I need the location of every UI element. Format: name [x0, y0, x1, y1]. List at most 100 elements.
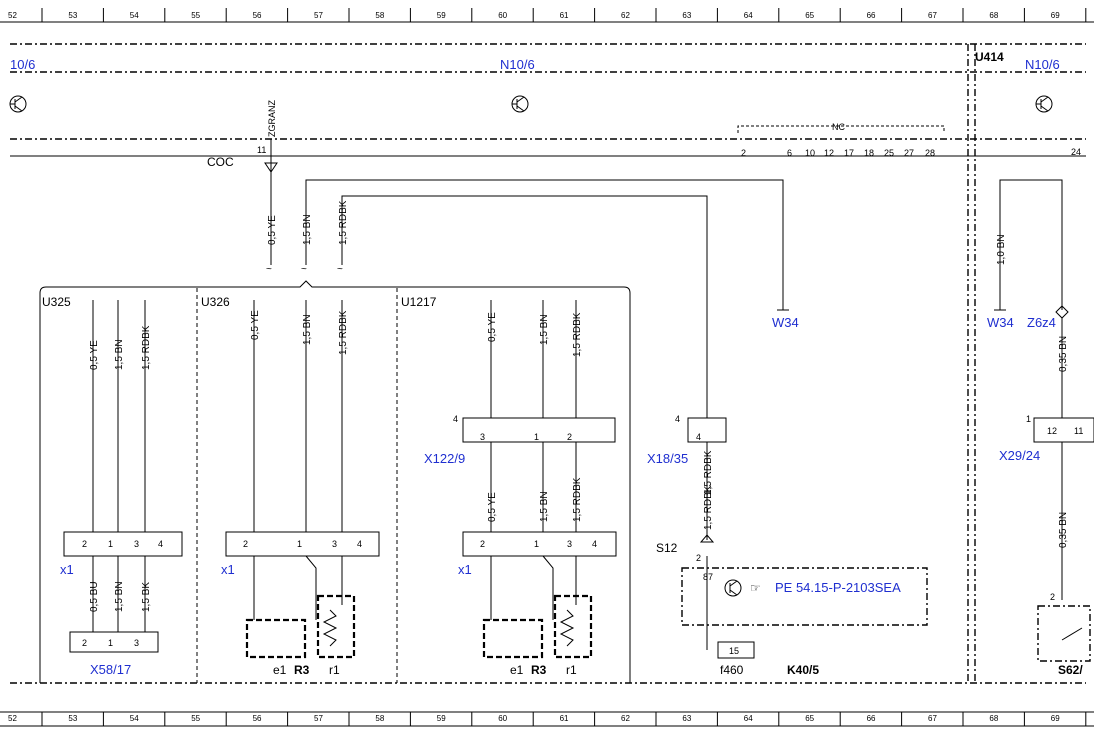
- ref-r3: R3: [294, 663, 310, 677]
- ref-w34: W34: [987, 315, 1014, 330]
- ruler-label: 56: [253, 11, 262, 20]
- svg-text:1: 1: [297, 539, 302, 549]
- variant-u1217: U1217: [401, 295, 437, 309]
- ruler-label: 60: [498, 11, 507, 20]
- ruler-label: 68: [989, 714, 998, 723]
- svg-text:1: 1: [1026, 414, 1031, 424]
- ruler-label: 52: [8, 11, 17, 20]
- ruler-label: 68: [989, 11, 998, 20]
- ref-k40: K40/5: [787, 663, 819, 677]
- svg-text:4: 4: [696, 432, 701, 442]
- right-section: 1,0 BN W34 Z6z4 0,35 BN 1 12 11 X29/24 0…: [987, 179, 1094, 677]
- ecu-pin-label: 12: [824, 148, 834, 158]
- ecu-pin-label: 17: [844, 148, 854, 158]
- svg-text:2: 2: [82, 638, 87, 648]
- ruler-label: 61: [560, 714, 569, 723]
- wire-label-ye: 0,5 YE: [487, 312, 498, 342]
- wire-label-bn: 0,35 BN: [1058, 512, 1069, 548]
- svg-text:12: 12: [1047, 426, 1057, 436]
- resistor-icon: [322, 609, 338, 647]
- r1-element: [553, 594, 593, 659]
- ref-s12: S12: [656, 541, 678, 555]
- svg-text:15: 15: [729, 646, 739, 656]
- variant-u325: U325: [42, 295, 71, 309]
- svg-text:2: 2: [696, 553, 701, 563]
- ref-e1: e1: [273, 663, 287, 677]
- wire-label-ye: 0,5 YE: [267, 215, 278, 245]
- ruler-label: 59: [437, 714, 446, 723]
- pin-24: 24: [1071, 147, 1081, 157]
- ruler-label: 54: [130, 11, 139, 20]
- wire-label-bn: 1,5 BN: [114, 581, 125, 612]
- ref-r1: r1: [566, 663, 577, 677]
- switch-s62: [1037, 605, 1091, 662]
- transistor-icon: [9, 95, 27, 113]
- ref-e1: e1: [510, 663, 524, 677]
- module-label-n10-right: N10/6: [1025, 57, 1060, 72]
- ref-x122: X122/9: [424, 451, 465, 466]
- svg-text:2: 2: [567, 432, 572, 442]
- ruler-label: 66: [867, 714, 876, 723]
- ecu-pin-label: 18: [864, 148, 874, 158]
- ruler-label: 66: [867, 11, 876, 20]
- ruler-label: 67: [928, 11, 937, 20]
- ruler-label: 58: [375, 714, 384, 723]
- connector-x1: [63, 531, 183, 557]
- e1-element: [482, 618, 544, 659]
- ruler-label: 53: [68, 11, 77, 20]
- ref-s62: S62/: [1058, 663, 1083, 677]
- wire-label-rdbk: 1,5 RDBK: [338, 310, 349, 355]
- transistor-icon: [1035, 95, 1053, 113]
- transistor-icon: [511, 95, 529, 113]
- ruler-label: 65: [805, 714, 814, 723]
- wire-label-bn: 1,5 BN: [539, 314, 550, 345]
- ruler-label: 62: [621, 714, 630, 723]
- ruler-label: 67: [928, 714, 937, 723]
- ref-x29: X29/24: [999, 448, 1040, 463]
- svg-text:3: 3: [134, 539, 139, 549]
- ruler-label: 56: [253, 714, 262, 723]
- ruler-label: 54: [130, 714, 139, 723]
- fuse-f460: [717, 641, 755, 659]
- svg-text:3: 3: [567, 539, 572, 549]
- wire-label-bn: 1,5 BN: [302, 314, 313, 345]
- pin-11: 11: [257, 145, 266, 155]
- ruler-label: 69: [1051, 714, 1060, 723]
- ecu-pin-label: 6: [787, 148, 792, 158]
- connector-x29: [1033, 417, 1094, 443]
- svg-text:3: 3: [332, 539, 337, 549]
- svg-text:4: 4: [158, 539, 163, 549]
- ruler-label: 55: [191, 714, 200, 723]
- hand-pointer-icon: ☞: [750, 581, 761, 595]
- ruler-label: 62: [621, 11, 630, 20]
- ecu-pin-label: 28: [925, 148, 935, 158]
- nc-label: NC: [832, 122, 845, 132]
- ruler-label: 59: [437, 11, 446, 20]
- ruler-label: 64: [744, 11, 753, 20]
- ref-x1: x1: [458, 562, 472, 577]
- ruler-label: 60: [498, 714, 507, 723]
- coc-arrow-icon: [264, 162, 278, 173]
- k40-section: 4 4 X18/35 1,5 RDBK 1,5 RDBK S12 2 87 ☞ …: [647, 414, 928, 677]
- wire-label-ye: 0,5 YE: [487, 492, 498, 522]
- wire-label-bn: 1,5 BN: [539, 491, 550, 522]
- reference-link[interactable]: PE 54.15-P-2103SEA: [775, 580, 901, 595]
- svg-text:4: 4: [357, 539, 362, 549]
- connector-x58: [69, 631, 159, 653]
- svg-text:4: 4: [592, 539, 597, 549]
- wire-label-bk: 1,5 BK: [141, 582, 152, 612]
- svg-text:1: 1: [108, 638, 113, 648]
- ruler-label: 55: [191, 11, 200, 20]
- ref-r3: R3: [531, 663, 547, 677]
- ruler-label: 65: [805, 11, 814, 20]
- wire-label-rdbk: 1,5 RDBK: [703, 450, 714, 495]
- connector-x1: [462, 531, 617, 557]
- r1-element: [316, 594, 356, 659]
- wire-label-ye: 0,5 YE: [89, 340, 100, 370]
- wire-label-rdbk: 1,5 RDBK: [338, 200, 349, 245]
